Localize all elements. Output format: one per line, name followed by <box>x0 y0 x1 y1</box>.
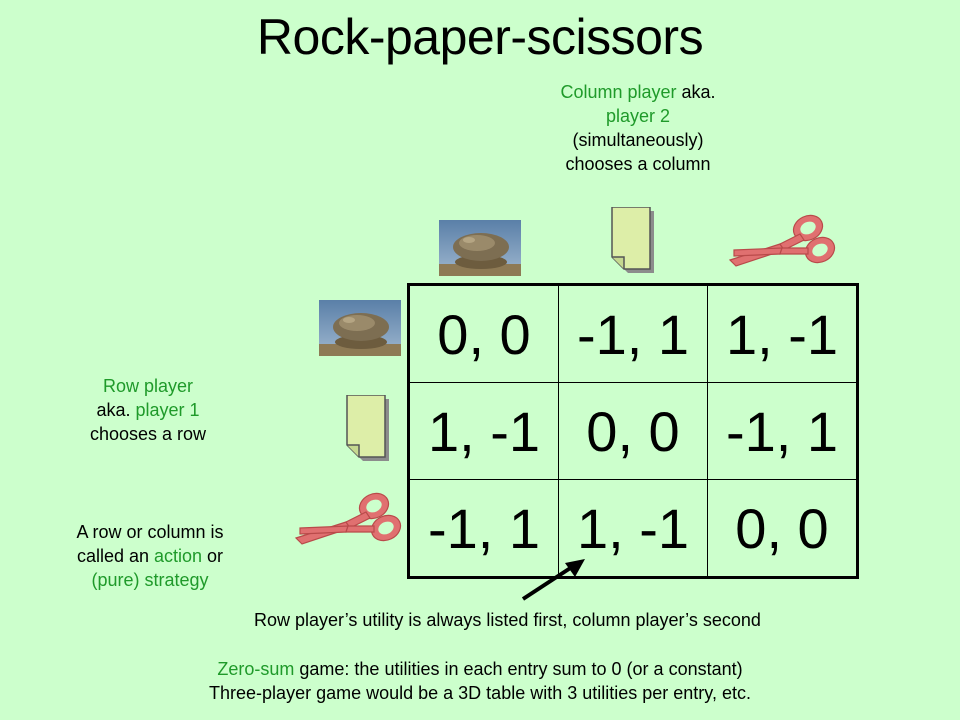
matrix-row: 0, 0 -1, 1 1, -1 <box>408 284 858 383</box>
matrix-cell: 1, -1 <box>707 284 858 383</box>
matrix-row: 1, -1 0, 0 -1, 1 <box>408 382 858 480</box>
action-note: A row or column is called an action or (… <box>76 522 224 590</box>
paper-icon <box>611 207 654 273</box>
matrix-cell: -1, 1 <box>707 382 858 480</box>
matrix-cell: 1, -1 <box>558 479 708 578</box>
rock-icon <box>319 300 401 356</box>
matrix-cell: -1, 1 <box>558 284 708 383</box>
column-player-note: Column player aka. player 2 (simultaneou… <box>560 82 716 174</box>
utility-order-note: Row player’s utility is always listed fi… <box>254 610 761 630</box>
bottom-notes: Zero-sum game: the utilities in each ent… <box>209 659 751 703</box>
arrow-icon <box>521 559 585 601</box>
scissors-icon <box>728 214 836 267</box>
matrix-cell: 0, 0 <box>707 479 858 578</box>
slide-title: Rock-paper-scissors <box>256 9 704 65</box>
matrix-cell: 1, -1 <box>408 382 559 480</box>
matrix-cell: 0, 0 <box>408 284 559 383</box>
payoff-matrix: 0, 0 -1, 1 1, -1 1, -1 0, 0 -1, 1 -1, 1 … <box>407 283 859 579</box>
zero-sum-label: Zero-sum <box>217 659 295 679</box>
matrix-cell: 0, 0 <box>558 382 708 480</box>
rock-icon <box>439 220 521 276</box>
row-player-label: Row player <box>102 376 194 396</box>
row-player-note: Row player aka. player 1 chooses a row <box>48 374 248 446</box>
matrix-cell: -1, 1 <box>408 479 559 578</box>
scissors-icon <box>294 492 402 545</box>
paper-icon <box>346 395 389 461</box>
column-player-label: Column player <box>560 82 677 102</box>
matrix-row: -1, 1 1, -1 0, 0 <box>408 479 858 578</box>
